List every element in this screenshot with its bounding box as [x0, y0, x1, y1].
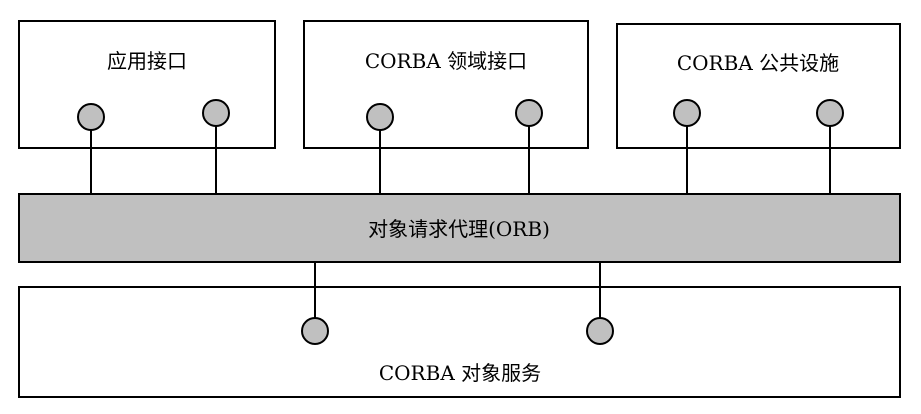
interface-port-circle: [816, 99, 844, 127]
orb-label: 对象请求代理(ORB): [368, 217, 550, 241]
common-facilities-box: [616, 23, 901, 149]
common-facilities-label: CORBA 公共设施: [677, 51, 839, 75]
domain-interface-label: CORBA 领域接口: [365, 49, 527, 73]
domain-interface-box: [303, 20, 589, 149]
interface-port-circle: [366, 103, 394, 131]
interface-port-circle: [301, 317, 329, 345]
object-services-box: [18, 286, 901, 398]
interface-port-circle: [515, 99, 543, 127]
application-interface-label: 应用接口: [107, 49, 187, 73]
interface-port-circle: [77, 103, 105, 131]
application-interface-box: [18, 20, 276, 149]
orb-bar: [18, 193, 901, 263]
interface-port-circle: [586, 317, 614, 345]
interface-port-circle: [202, 99, 230, 127]
object-services-label: CORBA 对象服务: [379, 361, 541, 385]
interface-port-circle: [673, 99, 701, 127]
